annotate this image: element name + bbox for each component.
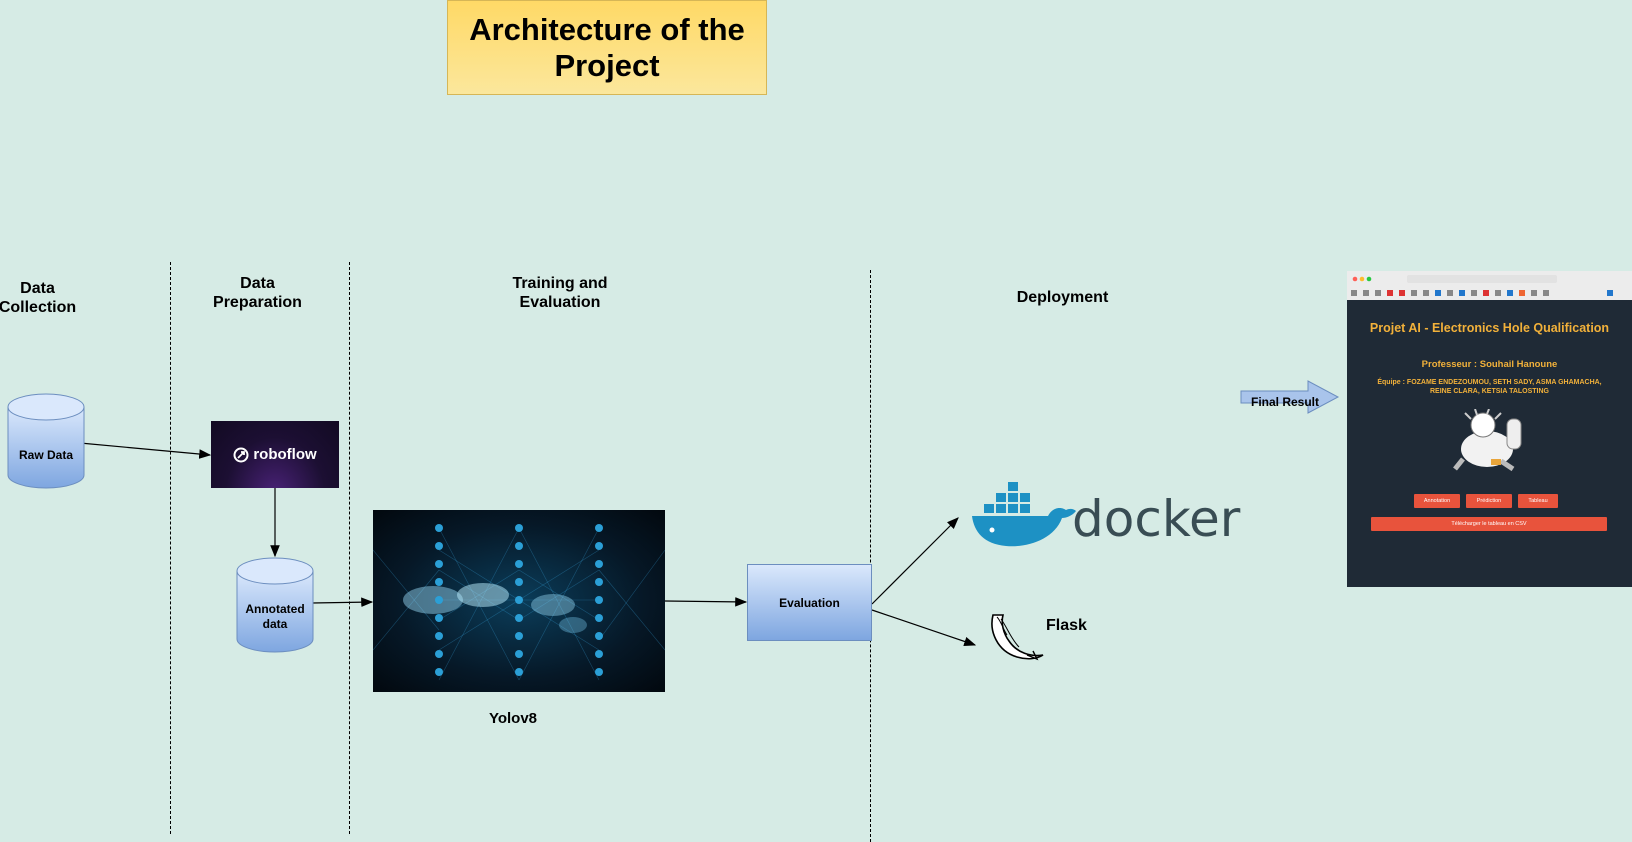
app-professor: Professeur : Souhail Hanoune (1421, 359, 1558, 370)
database-icon (7, 393, 85, 489)
arrow-right-icon (1240, 380, 1340, 414)
prediction-button: Prédiction (1466, 494, 1512, 508)
app-screenshot: Projet AI - Electronics Hole Qualificati… (1347, 271, 1632, 587)
raw-data-label: Raw Data (18, 447, 74, 462)
stage-separator (349, 262, 350, 834)
app-team: Équipe : FOZAME ENDEZOUMOU, SETH SADY, A… (1377, 379, 1602, 395)
docker-logo (972, 482, 1076, 547)
stage-data-preparation: Data Preparation (213, 275, 302, 311)
flask-logo (991, 614, 1044, 661)
stage-training-evaluation: Training and Evaluation (512, 275, 608, 311)
final-result-label: Final Result (1250, 395, 1319, 409)
evaluation-box: Evaluation (747, 564, 872, 641)
app-title: Projet AI - Electronics Hole Qualificati… (1369, 321, 1610, 335)
stage-separator (170, 262, 171, 834)
arrow-annotated-to-yolo (311, 597, 374, 607)
annotation-button: Annotation (1414, 494, 1460, 508)
roboflow-wordmark: roboflow (253, 446, 317, 463)
diagram-title: Architecture of the Project (447, 0, 767, 95)
annotated-data-label: Annotated data (245, 602, 305, 631)
stage-data-collection: Data Collection (0, 280, 77, 316)
arrow-evaluation-to-docker (871, 517, 959, 605)
table-button: Tableau (1518, 494, 1558, 508)
database-icon (236, 557, 314, 653)
browser-toolbar (1347, 271, 1632, 300)
neural-network-image (373, 510, 665, 692)
browser-toolbar-icons (1351, 275, 1613, 296)
stage-deployment: Deployment (1016, 289, 1109, 306)
download-csv-button: Télécharger le tableau en CSV (1371, 517, 1607, 531)
flask-label: Flask (1046, 617, 1087, 634)
roboflow-logo: roboflow (211, 421, 339, 488)
arrow-evaluation-to-flask (871, 609, 977, 647)
arrow-raw-to-roboflow (79, 442, 212, 459)
roboflow-mark-icon (233, 447, 249, 462)
yolo-caption: Yolov8 (488, 710, 538, 727)
arrow-yolo-to-evaluation (664, 597, 748, 607)
network-graphic (373, 524, 665, 681)
docker-wordmark: docker (1072, 490, 1241, 548)
mascot-image (1453, 409, 1522, 472)
stage-separator (870, 270, 871, 842)
